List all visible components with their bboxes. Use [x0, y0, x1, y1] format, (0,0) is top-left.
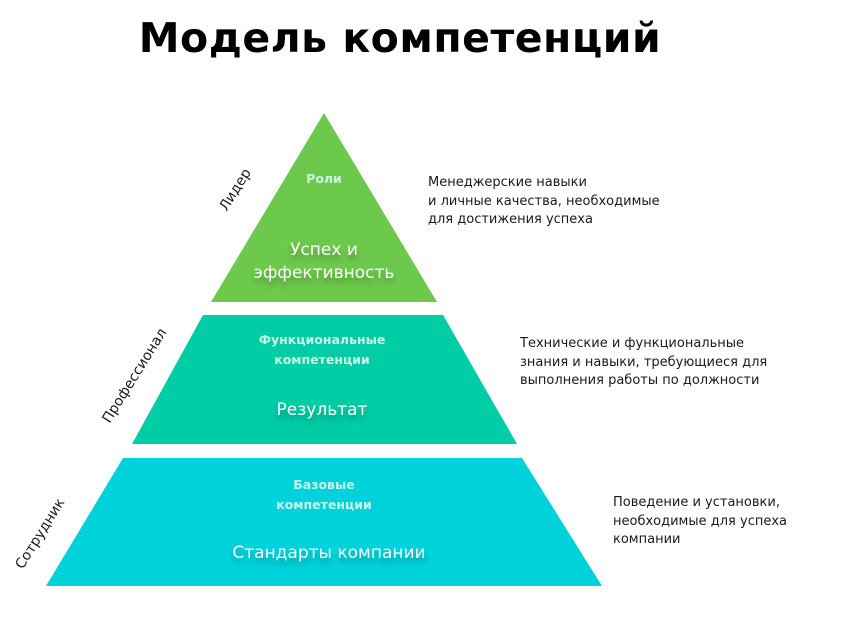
- description-line: Поведение и установки,: [613, 495, 780, 510]
- tier-top-main: Успех и эффективность: [234, 239, 414, 285]
- tier-bottom-description: Поведение и установки, необходимые для у…: [613, 494, 787, 550]
- tier-bottom-label: Базовые компетенции: [224, 475, 424, 515]
- tier-middle-label-line2: компетенции: [274, 352, 370, 367]
- description-line: для достижения успеха: [428, 212, 593, 227]
- description-line: знания и навыки, требующиеся для: [520, 354, 768, 370]
- tier-middle-label-line1: Функциональные: [258, 332, 386, 347]
- tier-top-main-line1: Успех и: [290, 240, 358, 260]
- tier-top-label: Роли: [306, 171, 342, 186]
- tier-top-main-line2: эффективность: [253, 263, 395, 283]
- tier-middle-description: Технические и функциональные знания и на…: [520, 335, 767, 391]
- tier-bottom-main: Стандарты компании: [232, 543, 426, 563]
- tier-top-shape: [211, 113, 437, 302]
- tier-middle-label: Функциональные компетенции: [222, 330, 422, 370]
- tier-middle-main: Результат: [276, 400, 368, 420]
- description-line: и личные качества, необходимые: [428, 193, 660, 209]
- description-line: компании: [613, 532, 681, 547]
- description-line: необходимые для успеха: [613, 513, 788, 529]
- tier-top-description: Менеджерские навыки и личные качества, н…: [428, 174, 660, 230]
- page-title: Модель компетенций: [138, 14, 662, 62]
- tier-bottom-label-line1: Базовые: [293, 477, 355, 492]
- description-line: Менеджерские навыки: [428, 175, 587, 190]
- description-line: выполнения работы по должности: [520, 373, 760, 388]
- description-line: Технические и функциональные: [520, 336, 745, 351]
- tier-bottom-label-line2: компетенции: [276, 497, 372, 512]
- tier-bottom-shape: [46, 458, 602, 586]
- tier-middle-shape: [132, 315, 517, 444]
